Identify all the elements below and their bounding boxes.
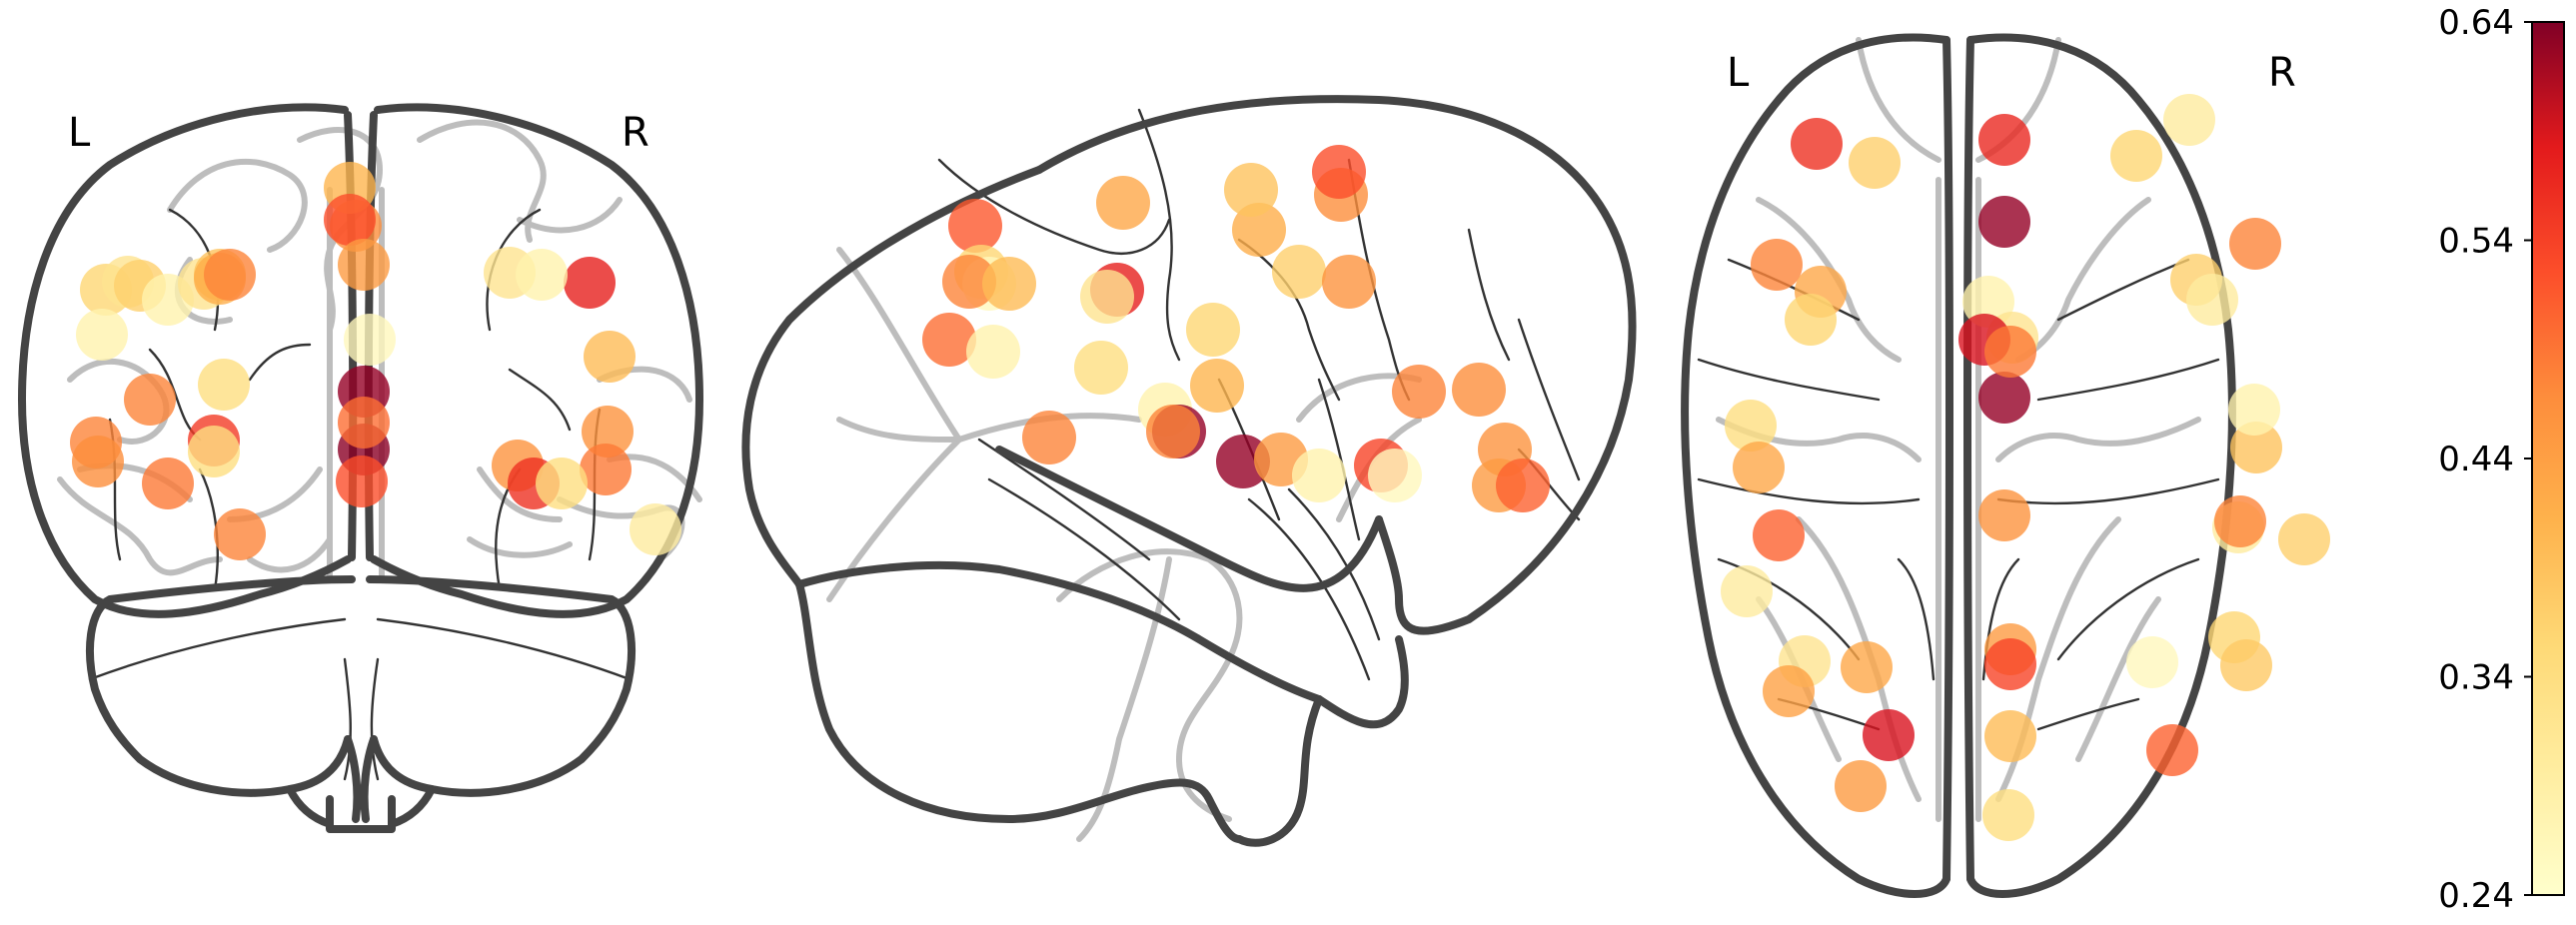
sagittal-node <box>966 325 1020 379</box>
sagittal-node <box>1146 405 1200 459</box>
coronal-node <box>324 194 376 246</box>
sagittal-node <box>1368 449 1422 502</box>
sagittal-node <box>1224 163 1278 217</box>
coronal-node <box>124 374 176 426</box>
axial-node <box>2126 636 2178 688</box>
sagittal-node <box>1496 459 1550 512</box>
coronal-node <box>204 249 256 301</box>
axial-node <box>1984 710 2036 762</box>
axial-left-label: L <box>1727 50 1750 96</box>
sagittal-node <box>948 199 1002 253</box>
coronal-node <box>72 436 124 487</box>
coronal-node <box>338 239 390 291</box>
coronal-node <box>198 359 250 411</box>
axial-node <box>1753 509 1805 561</box>
axial-node <box>2146 724 2198 776</box>
axial-node <box>1751 239 1803 291</box>
axial-node <box>1863 709 1915 761</box>
coronal-outline <box>18 103 703 833</box>
coronal-node <box>76 309 128 361</box>
axial-right-label: R <box>2268 50 2296 96</box>
sagittal-node <box>922 313 976 367</box>
axial-nodes <box>1721 94 2330 841</box>
sagittal-gyri <box>826 247 1422 842</box>
colorbar-ticks: 0.64 0.54 0.44 0.34 0.24 <box>2438 3 2532 916</box>
colorbar-tick-label: 0.44 <box>2438 440 2514 479</box>
coronal-node <box>536 458 588 509</box>
axial-node <box>1978 489 2030 541</box>
axial-node <box>2229 218 2281 270</box>
axial-node <box>2214 495 2266 547</box>
sagittal-node <box>1322 255 1376 309</box>
sagittal-node <box>1080 270 1134 324</box>
colorbar-tick-label: 0.54 <box>2438 222 2514 262</box>
axial-node <box>2110 130 2162 182</box>
sagittal-node <box>1190 359 1244 413</box>
sagittal-node <box>1232 203 1286 257</box>
sagittal-node <box>1074 341 1128 395</box>
axial-node <box>1785 294 1837 346</box>
coronal-node <box>580 444 632 495</box>
sagittal-node <box>1216 435 1270 488</box>
coronal-node <box>584 331 636 383</box>
coronal-node <box>214 508 266 560</box>
axial-node <box>1725 400 1777 452</box>
axial-node <box>1733 442 1785 493</box>
sagittal-nodes <box>922 145 1550 512</box>
colorbar-gradient <box>2531 21 2565 896</box>
coronal-node <box>344 314 396 366</box>
sagittal-node <box>1272 245 1326 299</box>
axial-node <box>1982 789 2034 841</box>
axial-node <box>1978 114 2030 166</box>
coronal-node <box>582 406 634 458</box>
coronal-node <box>516 249 568 301</box>
axial-node <box>1984 326 2036 378</box>
sagittal-node <box>1096 176 1150 230</box>
axial-view: L R <box>1681 33 2330 898</box>
axial-node <box>1849 137 1901 189</box>
axial-node <box>2220 639 2272 691</box>
axial-node <box>1763 665 1815 717</box>
axial-node <box>1841 641 1893 693</box>
axial-outline <box>1681 33 2236 898</box>
sagittal-node <box>1452 363 1506 417</box>
coronal-node <box>142 458 194 509</box>
axial-node <box>1721 565 1773 617</box>
coronal-node <box>336 456 388 507</box>
axial-node <box>1791 118 1843 170</box>
axial-node <box>1835 760 1887 812</box>
sagittal-outline <box>741 95 1637 847</box>
colorbar-tick-label: 0.24 <box>2438 876 2514 916</box>
colorbar-tick-label: 0.34 <box>2438 658 2514 698</box>
axial-node <box>2228 384 2280 436</box>
coronal-node <box>338 397 390 449</box>
sagittal-node <box>1186 303 1240 357</box>
coronal-node <box>630 503 681 555</box>
coronal-node <box>564 257 616 309</box>
axial-node <box>2230 422 2282 473</box>
axial-node <box>2186 274 2238 326</box>
axial-node <box>1984 638 2036 690</box>
colorbar-tick-label: 0.64 <box>2438 3 2514 43</box>
coronal-view: L R <box>18 103 703 833</box>
axial-node <box>2163 94 2215 146</box>
coronal-nodes <box>70 162 681 560</box>
sagittal-node <box>982 257 1036 311</box>
sagittal-node <box>942 255 996 309</box>
coronal-left-label: L <box>68 110 91 156</box>
sagittal-view <box>741 95 1637 847</box>
coronal-node <box>188 426 240 477</box>
sagittal-node <box>1292 449 1346 502</box>
axial-node <box>2278 513 2330 565</box>
colorbar: 0.64 0.54 0.44 0.34 0.24 <box>2438 3 2565 916</box>
axial-node <box>1978 372 2030 424</box>
axial-node <box>1978 196 2030 248</box>
sagittal-node <box>1392 365 1446 419</box>
sagittal-node <box>1022 411 1076 464</box>
sagittal-node <box>1312 145 1366 199</box>
coronal-right-label: R <box>622 110 649 156</box>
